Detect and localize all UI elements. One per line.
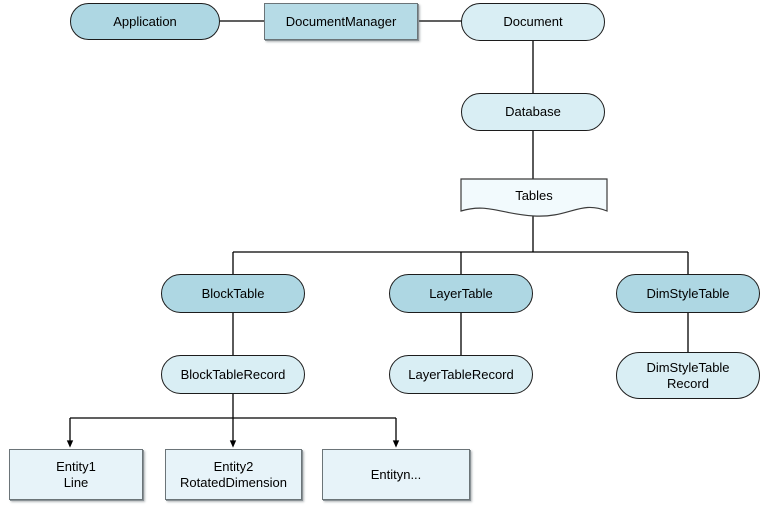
node-documentmanager[interactable]: DocumentManager (264, 3, 418, 40)
node-entity2-label: Entity2 RotatedDimension (180, 459, 287, 490)
node-database[interactable]: Database (461, 93, 605, 131)
node-blocktablerecord[interactable]: BlockTableRecord (161, 355, 305, 394)
node-tables[interactable]: Tables (460, 178, 608, 220)
node-documentmanager-label: DocumentManager (285, 13, 397, 29)
node-layertablerecord[interactable]: LayerTableRecord (389, 355, 533, 394)
node-blocktable-label: BlockTable (201, 285, 265, 301)
node-dimstyletablerecord-label: DimStyleTable Record (646, 360, 730, 391)
node-layertablerecord-label: LayerTableRecord (408, 366, 514, 382)
node-entityn[interactable]: Entityn... (322, 449, 470, 500)
node-layertable[interactable]: LayerTable (389, 274, 533, 313)
node-database-label: Database (505, 104, 561, 120)
node-dimstyletable[interactable]: DimStyleTable (616, 274, 760, 313)
node-blocktablerecord-label: BlockTableRecord (180, 366, 286, 382)
node-layertable-label: LayerTable (429, 285, 493, 301)
tables-document-shape (460, 178, 608, 217)
node-blocktable[interactable]: BlockTable (161, 274, 305, 313)
node-dimstyletable-label: DimStyleTable (646, 285, 730, 301)
node-document[interactable]: Document (461, 3, 605, 41)
node-entity1[interactable]: Entity1 Line (9, 449, 143, 500)
node-application-label: Application (113, 13, 177, 29)
node-entity1-label: Entity1 Line (56, 459, 96, 490)
node-application[interactable]: Application (70, 3, 220, 40)
node-dimstyletablerecord[interactable]: DimStyleTable Record (616, 352, 760, 399)
node-entity2[interactable]: Entity2 RotatedDimension (165, 449, 302, 500)
node-document-label: Document (503, 14, 563, 30)
node-tables-label: Tables (515, 188, 553, 203)
node-entityn-label: Entityn... (370, 466, 422, 482)
